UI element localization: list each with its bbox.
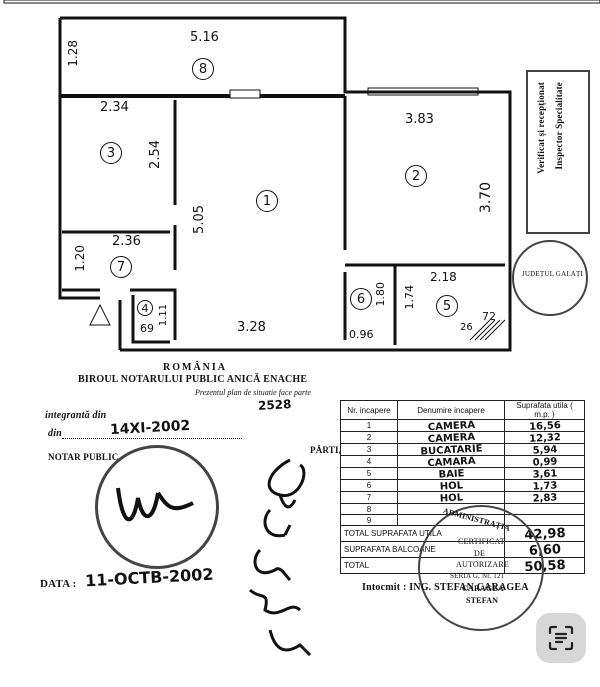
dim-room5-width: 2.18: [430, 270, 457, 284]
notary-din-label: din: [48, 428, 62, 439]
notary-integral: integrantă din: [45, 410, 107, 421]
room-number-4: 4: [137, 300, 153, 316]
room-number-8: 8: [192, 58, 214, 80]
dim-room3-height: 2.54: [148, 140, 163, 169]
room-number-5: 5: [436, 295, 458, 317]
table-cell-nr: 3: [340, 443, 398, 456]
floor-plan: [3, 0, 600, 352]
date-label: DATA :: [40, 578, 77, 590]
notary-public-label: NOTAR PUBLIC: [48, 452, 119, 462]
admin-stamp-line-3: DE: [474, 549, 486, 558]
table-cell-nr: 9: [340, 514, 398, 526]
dim-room5-small: 26: [460, 322, 473, 333]
date-value: 11-OCTB-2002: [84, 564, 214, 591]
text-scan-button[interactable]: [536, 613, 586, 663]
admin-stamp-line-1: ADMINISTRAȚIA: [442, 506, 512, 533]
dim-room7-height: 1.20: [73, 245, 87, 272]
dim-room1-bottom: 3.28: [237, 320, 266, 335]
room-number-6: 6: [350, 288, 372, 310]
room-number-1: 1: [256, 190, 278, 212]
table-cell-nr: 8: [340, 503, 398, 515]
table-cell-nr: 6: [340, 479, 398, 492]
room-number-2: 2: [405, 165, 427, 187]
table-cell-nr: 4: [340, 455, 398, 468]
county-round-stamp: JUDEȚUL GALAȚI: [512, 240, 588, 316]
admin-stamp-line-6: CARAGEA: [462, 584, 504, 593]
dim-top-width: 5.16: [190, 30, 219, 45]
dim-left-side: 1.28: [66, 40, 80, 67]
dim-room4-h: 1.11: [158, 304, 169, 327]
header-name: Denumire incapere: [397, 400, 505, 420]
dim-room5-side: 1.74: [403, 285, 416, 310]
dim-room2-height: 3.70: [478, 182, 494, 214]
dim-room6-width: 0.96: [349, 328, 374, 341]
room-number-7: 7: [110, 256, 132, 278]
admin-stamp-line-5: SERIA G, Nr. 121: [450, 572, 505, 580]
dim-room6-height: 1.80: [374, 282, 387, 307]
header-nr: Nr. incapere: [340, 400, 398, 420]
dim-room4-w: 69: [140, 322, 154, 335]
dim-room2-width: 3.83: [405, 112, 434, 127]
notary-din-underline: [62, 438, 242, 439]
admin-stamp-line-2: CERTIFICAT: [458, 537, 505, 546]
dim-room3-width: 2.34: [100, 100, 129, 115]
verification-stamp-text: Verificat și recepționat: [536, 82, 546, 174]
table-cell-nr: 7: [340, 491, 398, 504]
admin-stamp-line-4: AUTORIZARE: [456, 560, 509, 569]
admin-stamp-line-7: STEFAN: [466, 596, 499, 605]
county-stamp-text: JUDEȚUL GALAȚI: [522, 270, 584, 278]
verification-stamp-text-2: Inspector Specialitate: [554, 82, 564, 170]
party-signatures: [248, 458, 312, 657]
dim-room7-width: 2.36: [112, 234, 141, 249]
notary-reference: 2528: [257, 397, 292, 413]
dim-room1-height: 5.05: [192, 205, 207, 234]
table-cell-nr: 1: [340, 419, 398, 432]
notary-office: BIROUL NOTARULUI PUBLIC ANICĂ ENACHE: [78, 374, 308, 385]
admin-authorization-stamp: ADMINISTRAȚIA CERTIFICAT DE AUTORIZARE S…: [418, 505, 544, 631]
table-cell-nr: 2: [340, 431, 398, 444]
notary-country: ROMÂNIA: [163, 362, 227, 373]
room-number-3: 3: [100, 142, 122, 164]
parties-label: PĂRTI,: [310, 445, 342, 455]
notary-statement: Prezentul plan de situatie face parte: [195, 388, 311, 397]
table-cell-nr: 5: [340, 467, 398, 480]
notary-din-date: 14XI-2002: [109, 417, 191, 439]
text-scan-icon: [548, 625, 574, 651]
table-header-row: Nr. incapere Denumire incapere Suprafata…: [340, 400, 585, 420]
verification-stamp: Verificat și recepționat Inspector Speci…: [526, 70, 590, 234]
notary-signature: [116, 487, 194, 522]
author-line: Intocmit : ING. STEFAN CARAGEA: [362, 582, 529, 593]
dim-room5-72: 72: [482, 310, 496, 323]
header-area: Suprafata utila ( m.p. ): [504, 400, 585, 420]
notary-round-stamp: [95, 445, 219, 569]
